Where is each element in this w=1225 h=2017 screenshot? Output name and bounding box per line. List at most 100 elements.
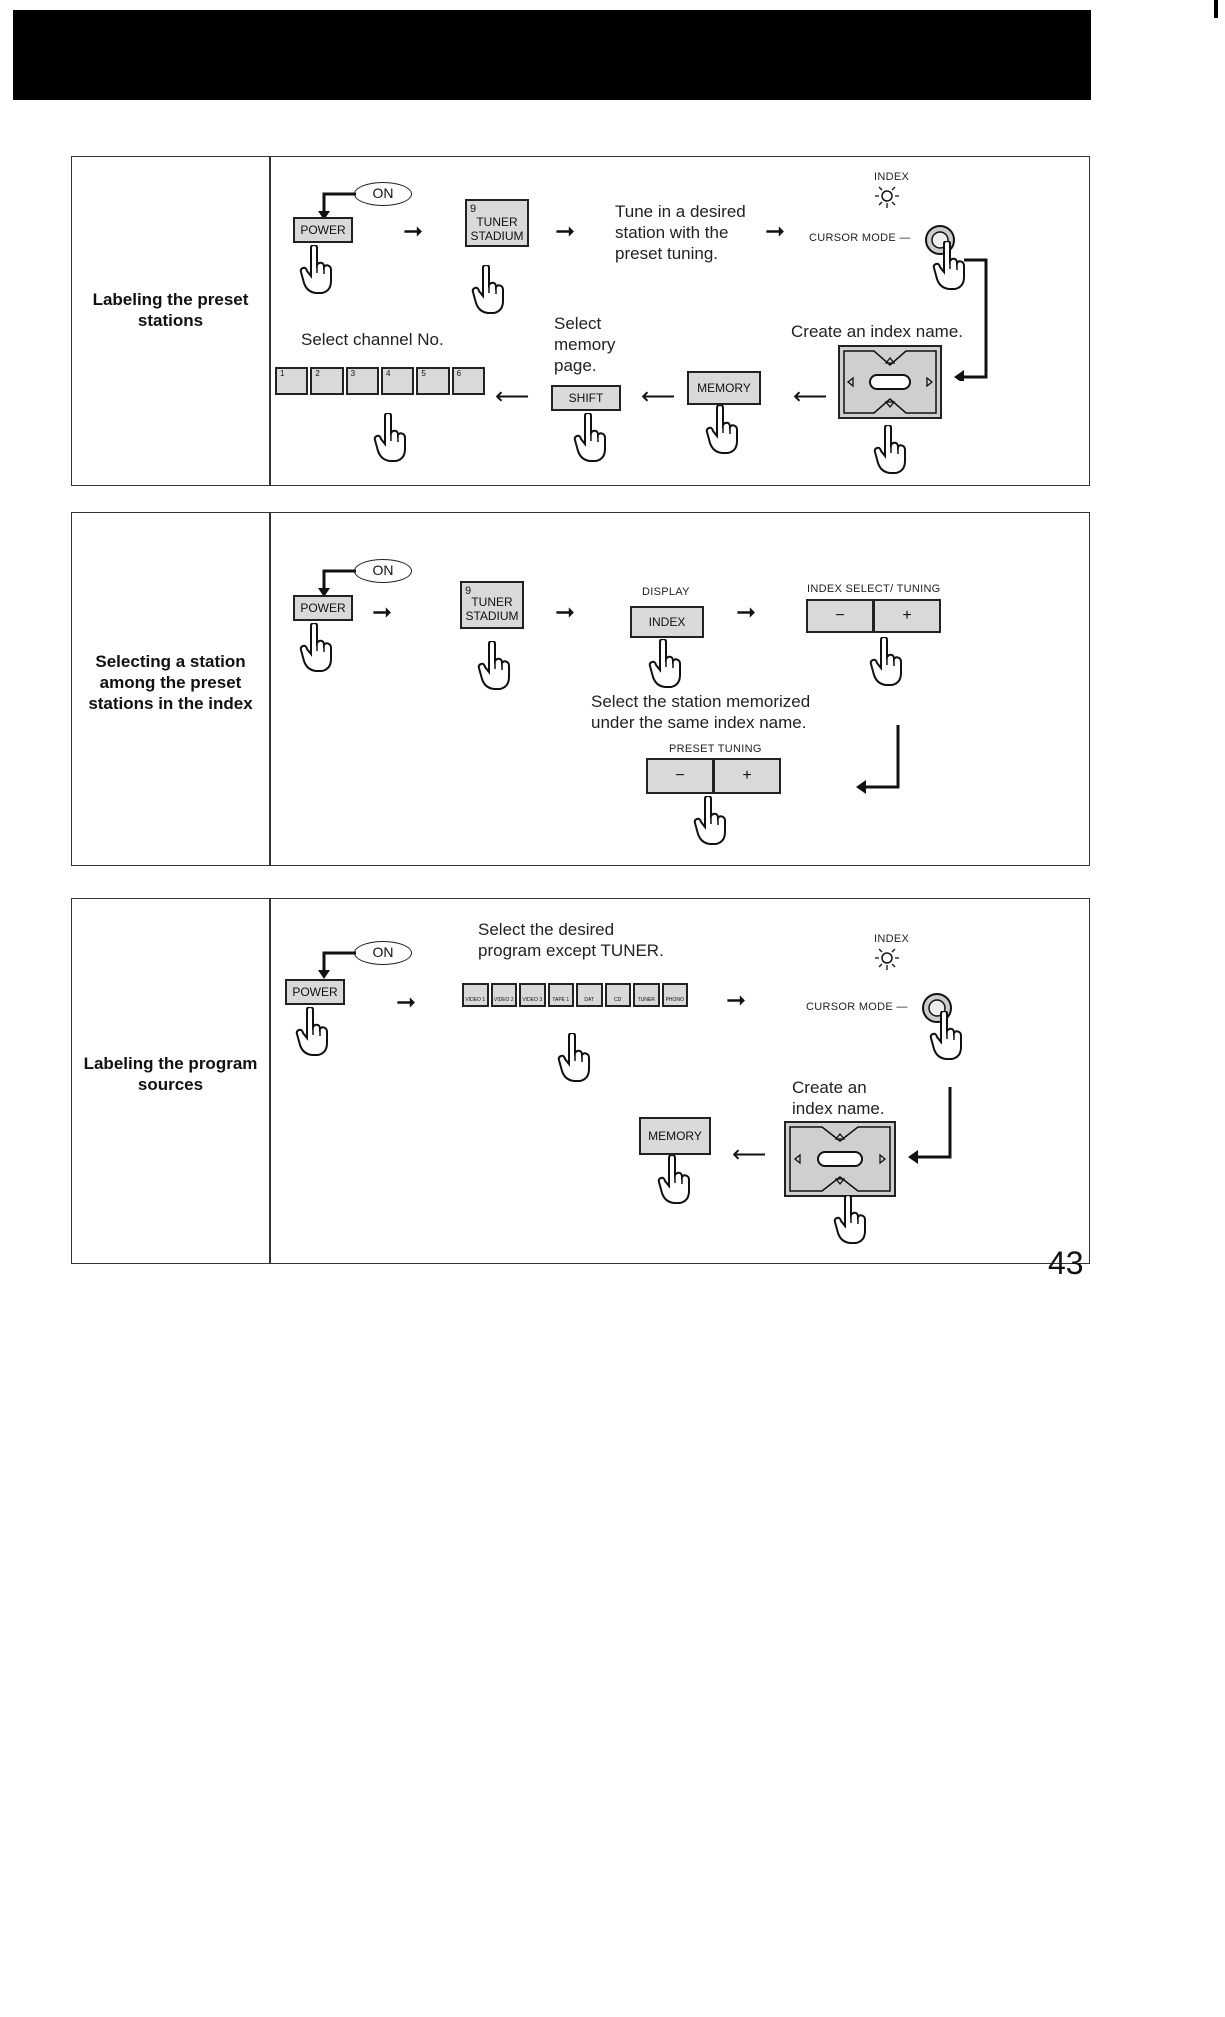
- source-button[interactable]: TAPE 1: [547, 983, 574, 1007]
- hand-pointer-icon: [556, 1033, 594, 1083]
- tuner-number: 9: [465, 585, 472, 597]
- page-number: 43: [1048, 1245, 1084, 1281]
- tuner-label: TUNER STADIUM: [465, 595, 519, 623]
- cursor-mode-label: CURSOR MODE —: [809, 232, 911, 244]
- on-badge: ON: [354, 559, 412, 583]
- arrow-right-icon: ➞: [555, 599, 576, 626]
- index-label: INDEX: [874, 933, 910, 945]
- channel-button[interactable]: 3: [345, 367, 379, 395]
- channel-button[interactable]: 6: [451, 367, 485, 395]
- preset-tuning-minus-button[interactable]: −: [646, 758, 714, 794]
- index-label: INDEX: [874, 171, 910, 183]
- on-badge: ON: [354, 941, 412, 965]
- power-button[interactable]: POWER: [293, 595, 353, 621]
- hand-pointer-icon: [928, 1011, 966, 1061]
- preset-tuning-plus-button[interactable]: +: [713, 758, 781, 794]
- cursor-pad[interactable]: [838, 345, 942, 419]
- hand-pointer-icon: [298, 245, 336, 295]
- index-select-plus-button[interactable]: +: [873, 599, 941, 633]
- channel-button[interactable]: 5: [416, 367, 450, 395]
- memory-button[interactable]: MEMORY: [639, 1117, 711, 1155]
- source-button[interactable]: DAT: [576, 983, 603, 1007]
- display-label: DISPLAY: [642, 586, 690, 598]
- hand-pointer-icon: [704, 405, 742, 455]
- arrow-right-icon: ➞: [372, 599, 393, 626]
- source-button[interactable]: VIDEO 3: [519, 983, 546, 1007]
- source-button[interactable]: TUNER: [633, 983, 660, 1007]
- step-create-text: Create an index name.: [791, 322, 963, 341]
- hand-pointer-icon: [476, 641, 514, 691]
- arrow-left-icon: ⟵: [793, 383, 828, 410]
- preset-tuning-label: PRESET TUNING: [669, 743, 762, 755]
- memory-button[interactable]: MEMORY: [687, 371, 761, 405]
- header-bar: [13, 10, 1091, 100]
- bracket-arrow-icon: [954, 258, 988, 381]
- source-button[interactable]: CD: [604, 983, 631, 1007]
- tuner-number: 9: [470, 203, 477, 215]
- channel-button[interactable]: 2: [310, 367, 344, 395]
- step-select-page-text: Select memory page.: [554, 314, 616, 375]
- index-button[interactable]: INDEX: [630, 606, 704, 638]
- section-divider: [269, 513, 271, 865]
- hand-pointer-icon: [868, 637, 906, 687]
- arrow-right-icon: ➞: [396, 989, 417, 1016]
- arrow-left-icon: ⟵: [641, 383, 676, 410]
- index-indicator-icon: [867, 181, 907, 211]
- bracket-arrow-icon: [908, 1087, 952, 1164]
- hand-pointer-icon: [872, 425, 910, 475]
- hand-pointer-icon: [372, 413, 410, 463]
- on-arrow-icon: [318, 951, 356, 979]
- on-arrow-icon: [318, 192, 356, 220]
- section-labeling-program-sources: Labeling the program sources ON POWER ➞ …: [71, 898, 1090, 1264]
- edge-mark: [1214, 0, 1218, 18]
- source-buttons: VIDEO 1 VIDEO 2 VIDEO 3 TAPE 1 DAT CD TU…: [462, 983, 688, 1007]
- bracket-arrow-icon: [856, 725, 900, 794]
- section-title: Labeling the program sources: [83, 1054, 258, 1094]
- power-button[interactable]: POWER: [285, 979, 345, 1005]
- step-tune-text: Tune in a desired station with the prese…: [615, 202, 746, 263]
- section-labeling-preset-stations: Labeling the preset stations ON POWER ➞ …: [71, 156, 1090, 486]
- source-button[interactable]: PHONO: [661, 983, 688, 1007]
- channel-button[interactable]: 4: [380, 367, 415, 395]
- cursor-pad-icon: [843, 350, 937, 414]
- step-select-text: Select the station memorized under the s…: [591, 692, 811, 732]
- arrow-right-icon: ➞: [765, 218, 786, 245]
- section-divider: [269, 899, 271, 1263]
- section-title: Selecting a station among the preset sta…: [88, 652, 253, 713]
- cursor-mode-label: CURSOR MODE —: [806, 1001, 908, 1013]
- step-create-text: Create an index name.: [792, 1078, 885, 1118]
- step-select-text: Select the desired program except TUNER.: [478, 920, 664, 960]
- arrow-left-icon: ⟵: [732, 1141, 767, 1168]
- shift-button[interactable]: SHIFT: [551, 385, 621, 411]
- index-select-tuning-label: INDEX SELECT/ TUNING: [807, 583, 941, 595]
- on-badge: ON: [354, 182, 412, 206]
- tuner-label: TUNER STADIUM: [470, 215, 524, 243]
- cursor-pad[interactable]: [784, 1121, 896, 1197]
- on-arrow-icon: [318, 569, 356, 597]
- hand-pointer-icon: [298, 623, 336, 673]
- channel-buttons: 1 2 3 4 5 6: [275, 367, 485, 395]
- power-button[interactable]: POWER: [293, 217, 353, 243]
- arrow-right-icon: ➞: [555, 218, 576, 245]
- hand-pointer-icon: [832, 1195, 870, 1245]
- hand-pointer-icon: [294, 1007, 332, 1057]
- cursor-pad-icon: [789, 1126, 891, 1192]
- arrow-left-icon: ⟵: [495, 383, 530, 410]
- section-title: Labeling the preset stations: [92, 290, 249, 330]
- section-divider: [269, 157, 271, 485]
- hand-pointer-icon: [572, 413, 610, 463]
- arrow-right-icon: ➞: [736, 599, 757, 626]
- arrow-right-icon: ➞: [726, 987, 747, 1014]
- hand-pointer-icon: [470, 265, 508, 315]
- hand-pointer-icon: [656, 1155, 694, 1205]
- channel-button[interactable]: 1: [275, 367, 309, 395]
- index-select-minus-button[interactable]: −: [806, 599, 874, 633]
- section-selecting-station: Selecting a station among the preset sta…: [71, 512, 1090, 866]
- hand-pointer-icon: [692, 796, 730, 846]
- index-indicator-icon: [867, 943, 907, 973]
- arrow-right-icon: ➞: [403, 218, 424, 245]
- source-button[interactable]: VIDEO 2: [490, 983, 517, 1007]
- source-button[interactable]: VIDEO 1: [462, 983, 489, 1007]
